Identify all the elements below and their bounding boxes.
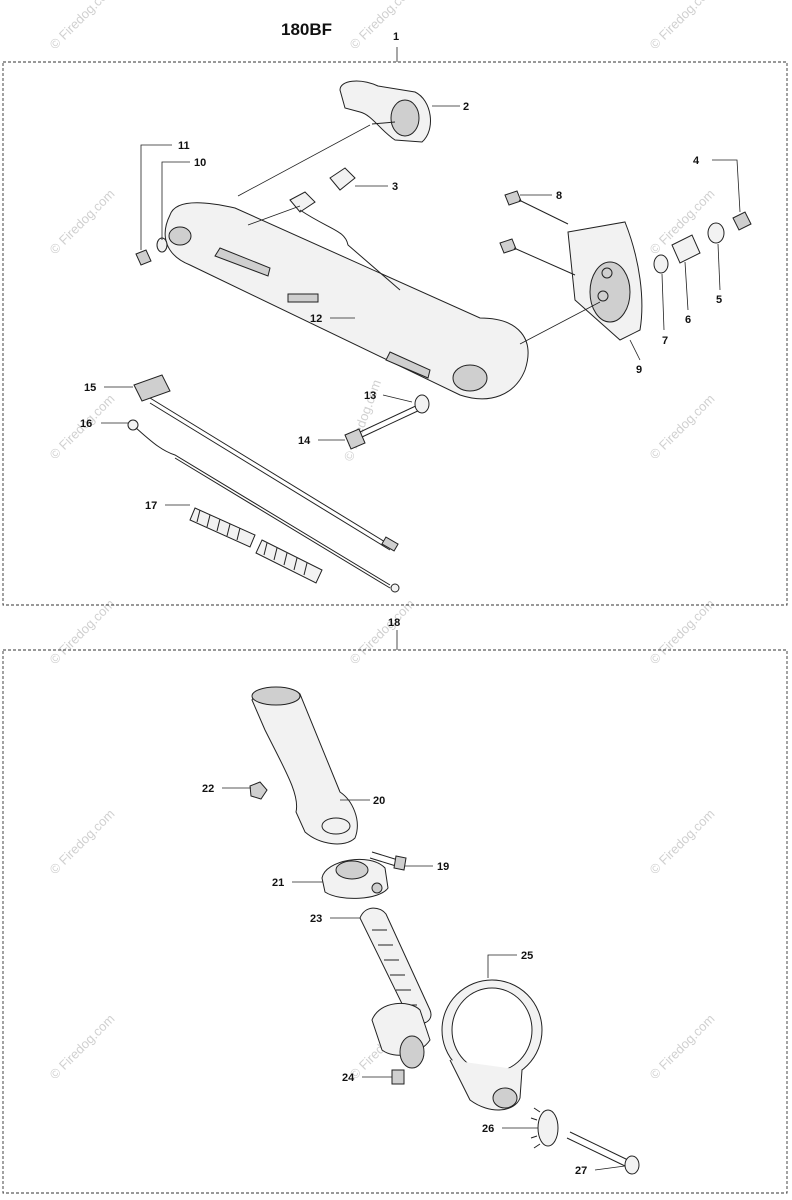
callout-12: 12 <box>310 313 322 325</box>
spring-17-part <box>189 507 323 584</box>
callout-11: 11 <box>178 140 190 152</box>
cable-assembly-part <box>127 374 400 593</box>
watermark-7: © Firedog.com <box>647 391 718 462</box>
callout-26: 26 <box>482 1123 494 1135</box>
clamp-21-part <box>321 858 389 899</box>
watermark-center-1: © Firedog.com <box>341 378 384 463</box>
watermark-2: © Firedog.com <box>347 0 418 52</box>
callout-27: 27 <box>575 1165 587 1177</box>
watermark-9: © Firedog.com <box>347 596 418 667</box>
throttle-pulley-part <box>339 80 431 143</box>
nut-22-part <box>249 781 268 800</box>
callout-14: 14 <box>298 435 311 447</box>
screw-8-part <box>499 190 576 276</box>
watermark-3: © Firedog.com <box>647 0 718 52</box>
group-box-1 <box>2 61 788 606</box>
callout-16: 16 <box>80 418 92 430</box>
callout-3: 3 <box>392 181 398 193</box>
callout-6: 6 <box>685 314 691 326</box>
callout-15: 15 <box>84 382 96 394</box>
watermark-10: © Firedog.com <box>647 596 718 667</box>
switch-clip-part <box>289 167 401 291</box>
bevel-gear-26-part <box>530 1107 559 1149</box>
callout-22: 22 <box>202 783 214 795</box>
callout-20: 20 <box>373 795 385 807</box>
callout-8: 8 <box>556 190 562 202</box>
screw-19-part <box>369 851 407 871</box>
watermark-8: © Firedog.com <box>47 596 118 667</box>
callout-19: 19 <box>437 861 449 873</box>
bolt-27-part <box>566 1131 640 1175</box>
callout-13: 13 <box>364 390 376 402</box>
callout-7: 7 <box>662 335 668 347</box>
callouts-lower: 19 20 21 22 23 24 25 26 27 <box>202 783 626 1177</box>
callout-17: 17 <box>145 500 157 512</box>
bracket-plate-part <box>567 221 643 341</box>
screw-13-14-part <box>344 394 430 450</box>
callout-24: 24 <box>342 1072 355 1084</box>
handle-grip-part <box>251 686 358 845</box>
callout-4: 4 <box>693 155 700 167</box>
pivot-hardware-part <box>653 211 752 274</box>
group-label-18: 18 <box>388 617 400 629</box>
watermark-12: © Firedog.com <box>647 806 718 877</box>
group-label-1: 1 <box>393 31 399 43</box>
lever-arm-part <box>164 202 529 400</box>
watermark-4: © Firedog.com <box>47 186 118 257</box>
diagram-title: 180BF <box>281 20 332 39</box>
callout-23: 23 <box>310 913 322 925</box>
key-24-part <box>391 1069 405 1085</box>
callout-2: 2 <box>463 101 469 113</box>
watermark-15: © Firedog.com <box>647 1011 718 1082</box>
watermark-11: © Firedog.com <box>47 806 118 877</box>
callout-21: 21 <box>272 877 284 889</box>
group-box-18 <box>2 649 788 1194</box>
callouts-upper: 2 3 4 5 6 7 8 9 10 11 12 13 14 15 16 17 <box>80 101 741 512</box>
callout-10: 10 <box>194 157 206 169</box>
watermark-13: © Firedog.com <box>47 1011 118 1082</box>
callout-25: 25 <box>521 950 533 962</box>
shaft-23-part <box>359 907 432 1069</box>
callout-9: 9 <box>636 364 642 376</box>
ring-clamp-25-part <box>441 979 543 1111</box>
watermark-1: © Firedog.com <box>47 0 118 52</box>
callout-5: 5 <box>716 294 722 306</box>
